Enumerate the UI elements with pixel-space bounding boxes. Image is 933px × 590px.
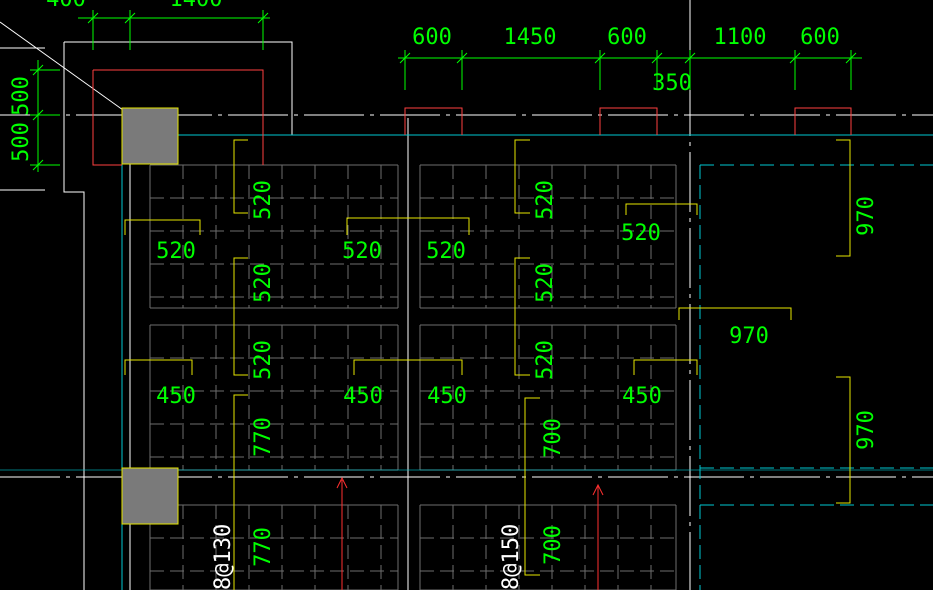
label-450-h-right: 450 [622,384,662,409]
wall-outline-left [63,41,293,590]
label-970-v-a: 970 [854,196,879,236]
rebar-labels: 8@130 8@150 [211,524,524,590]
label-520-h-mid-a: 520 [342,239,382,264]
dim-left-vertical-1: 500 [9,122,34,162]
label-520-v-d: 520 [533,180,558,220]
red-section-arrow-1 [336,476,348,590]
red-notch-3 [794,107,852,135]
dim-top-left-1: 1400 [170,0,223,12]
label-700-v-b: 700 [541,525,566,565]
label-520-v-b: 520 [251,263,276,303]
label-970-v-b: 970 [854,410,879,450]
dim-top-left-0: 400 [46,0,86,12]
dimension-texts: 400 1400 600 1450 600 1100 600 350 500 5… [9,0,840,162]
rebar-label-left: 8@130 [211,524,236,590]
dim-top-right-1: 1450 [504,25,557,50]
label-520-v-e: 520 [533,263,558,303]
label-770-v-a: 770 [251,417,276,457]
label-520-v-c: 520 [251,340,276,380]
red-notch-2 [599,107,658,135]
label-450-h-left: 450 [156,384,196,409]
label-520-h-mid-b: 520 [426,239,466,264]
dim-top-right-0: 600 [412,25,452,50]
rebar-label-right: 8@150 [499,524,524,590]
dim-350: 350 [652,71,692,96]
dim-top-right-4: 600 [800,25,840,50]
red-section-arrow-2 [592,483,604,590]
column-mid-left [121,467,179,525]
label-700-v-a: 700 [541,418,566,458]
red-column-outline [92,69,264,166]
slab-grid-layer [149,164,677,590]
dim-left-vertical-0: 500 [9,76,34,116]
dim-top-right-3: 1100 [714,25,767,50]
diagonal-leader [0,21,131,116]
dim-top-right-2: 600 [607,25,647,50]
label-520-v-f: 520 [533,340,558,380]
label-520-v-a: 520 [251,180,276,220]
label-520-h-right: 520 [621,221,661,246]
label-450-h-mid-a: 450 [343,384,383,409]
label-450-h-mid-b: 450 [427,384,467,409]
cyan-dashed-region [699,164,933,590]
label-770-v-b: 770 [251,527,276,567]
red-notch-1 [404,107,463,135]
label-970-h: 970 [729,324,769,349]
dimension-lines [30,10,862,172]
rebar-leaders [124,139,851,590]
label-520-h-left: 520 [156,239,196,264]
panel-labels: 520 520 520 520 450 450 450 450 970 520 … [156,180,879,567]
column-top-left [121,107,179,165]
